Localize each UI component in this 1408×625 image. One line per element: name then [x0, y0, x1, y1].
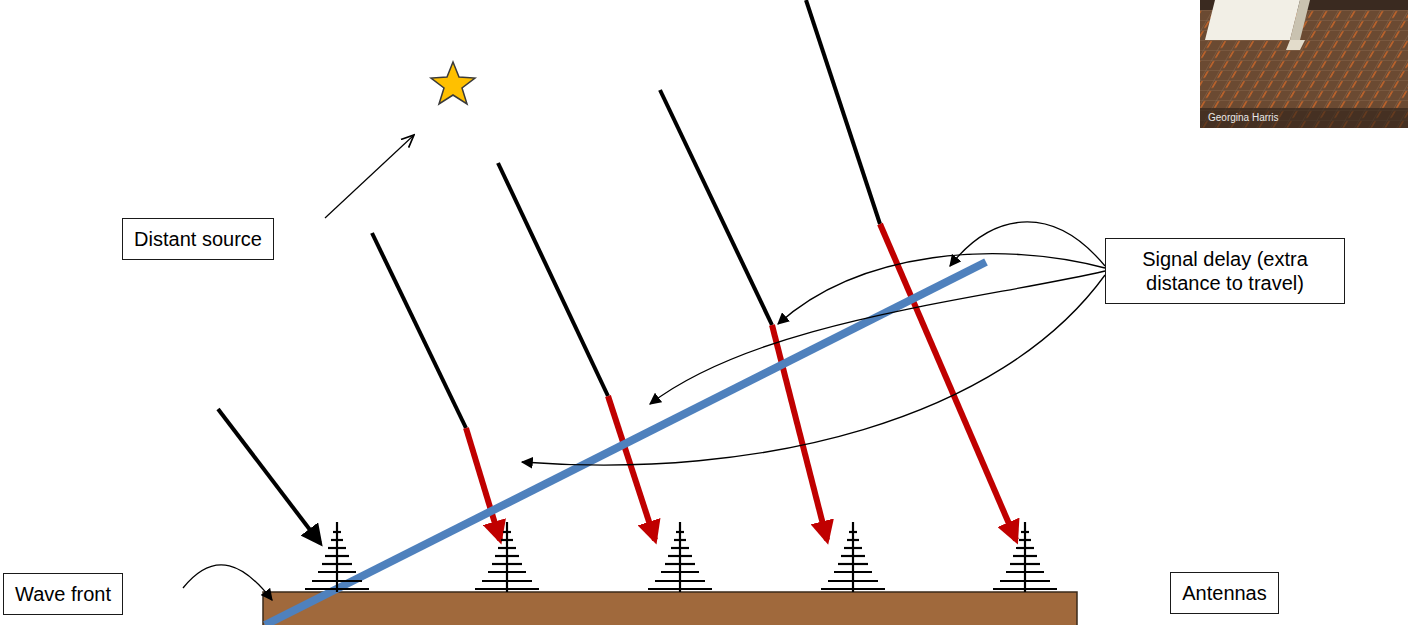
callout-text: Distant source [133, 227, 263, 251]
callout-box: Signal delay (extra distance to travel) [1105, 238, 1345, 304]
wave-front-line [265, 262, 986, 625]
photo-credit: Georgina Harris [1208, 112, 1279, 123]
callout-box: Antennas [1170, 572, 1279, 614]
leader-curve [183, 222, 1105, 600]
callout-box: Distant source [122, 218, 274, 260]
antenna-symbol [821, 522, 885, 592]
callout-text: Antennas [1181, 581, 1268, 605]
ground [263, 592, 1077, 625]
callout-text: Wave front [14, 582, 112, 606]
inset-photo [1200, 0, 1408, 128]
callout-text: Signal delay (extra distance to travel) [1116, 247, 1334, 295]
antenna-array [305, 522, 1057, 592]
antenna-symbol [305, 522, 369, 592]
antenna-symbol [475, 522, 539, 592]
antenna-symbol [993, 522, 1057, 592]
ray [218, 0, 880, 543]
antenna-symbol [648, 522, 712, 592]
callout-box: Wave front [3, 573, 123, 615]
source-star [431, 62, 475, 104]
leader-line [325, 135, 414, 218]
